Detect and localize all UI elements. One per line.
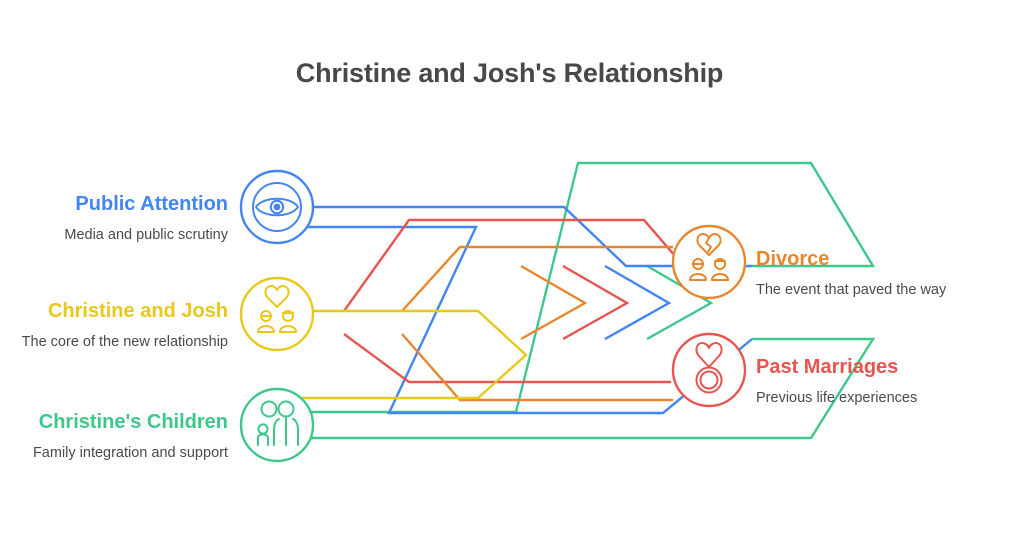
parent-child-icon (257, 400, 299, 446)
label-divorce: Divorce The event that paved the way (756, 247, 1006, 300)
final-red-arrow (562, 264, 630, 341)
node-circle-christines-children[interactable] (239, 387, 315, 463)
label-desc-past-marriages: Previous life experiences (756, 390, 918, 406)
label-christine-and-josh: Christine and Josh The core of the new r… (0, 299, 228, 352)
label-desc-divorce: The event that paved the way (756, 282, 947, 298)
label-past-marriages: Past Marriages Previous life experiences (756, 355, 1006, 408)
couple-heart-icon (257, 285, 297, 333)
label-title-christine-and-josh: Christine and Josh (47, 300, 228, 322)
node-christines-children[interactable] (239, 387, 315, 463)
label-desc-christines-children: Family integration and support (32, 445, 228, 461)
label-title-public-attention: Public Attention (75, 193, 228, 215)
final-yellow (299, 309, 528, 400)
final-orange-lower (401, 333, 673, 402)
final-orange-upper (401, 245, 673, 312)
final-orange-arrow (520, 264, 588, 341)
label-title-divorce: Divorce (756, 248, 830, 270)
eye-icon (252, 182, 302, 232)
node-circle-past-marriages[interactable] (671, 332, 747, 408)
label-public-attention: Public Attention Media and public scruti… (0, 192, 228, 245)
label-desc-christine-and-josh: The core of the new relationship (21, 334, 228, 350)
label-christines-children: Christine's Children Family integration … (0, 410, 228, 463)
final-green-lower (299, 337, 876, 440)
node-christine-and-josh[interactable] (239, 276, 315, 352)
label-desc-public-attention: Media and public scrutiny (64, 227, 228, 243)
final-green-arrow (646, 264, 714, 341)
page-title: Christine and Josh's Relationship (295, 58, 724, 88)
wedding-ring-heart-icon (695, 342, 723, 394)
final-blue-arrow (604, 264, 672, 341)
final-links (299, 161, 876, 440)
broken-heart-couple-icon (689, 233, 729, 281)
final-red-lower (343, 333, 671, 384)
wipe (0, 110, 1019, 530)
label-title-past-marriages: Past Marriages (756, 356, 899, 378)
node-public-attention[interactable] (239, 169, 315, 245)
label-title-christines-children: Christine's Children (38, 411, 228, 433)
node-past-marriages[interactable] (671, 332, 747, 408)
node-divorce[interactable] (671, 224, 747, 300)
